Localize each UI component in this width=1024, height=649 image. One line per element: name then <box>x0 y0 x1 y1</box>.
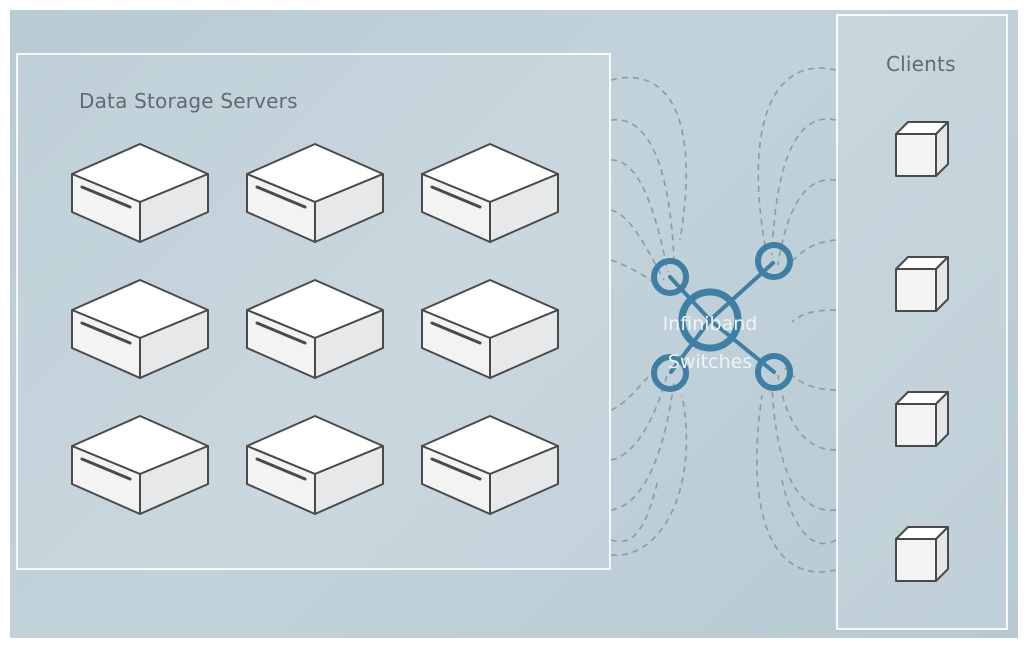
switch-label-line2: Switches <box>667 351 753 373</box>
storage-panel-title: Data Storage Servers <box>79 89 298 113</box>
diagram-canvas: Data Storage Servers Clients <box>10 10 1018 638</box>
switch-label: Infiniband Switches <box>650 305 770 381</box>
switch-label-line1: Infiniband <box>662 313 758 335</box>
clients-panel-title: Clients <box>886 52 956 76</box>
network-switch-icon <box>651 242 793 392</box>
